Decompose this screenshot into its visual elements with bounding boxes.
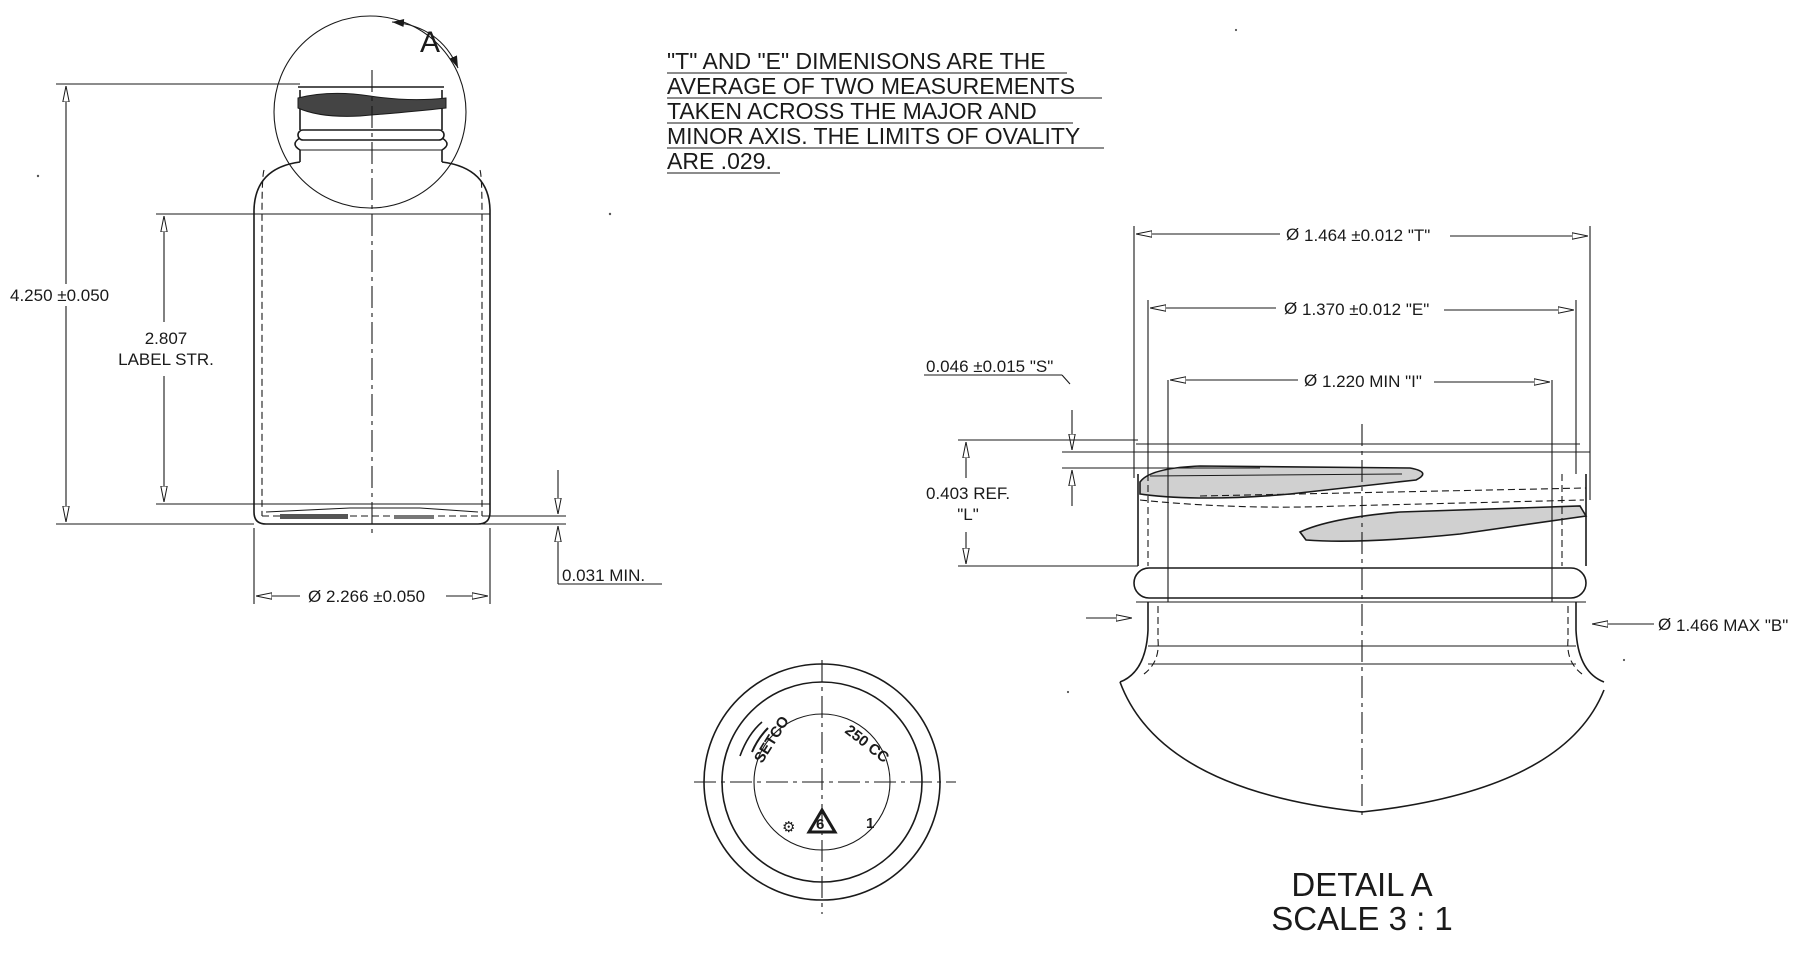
bottle-bottom-view: SETCO 250 CC 6 ⚙ 1 (694, 660, 956, 914)
detail-scale: SCALE 3 : 1 (1271, 900, 1453, 937)
thread-lower (1298, 505, 1588, 542)
emboss-small: 1 (866, 815, 874, 832)
diameter-symbol-b: Ø (1658, 615, 1671, 634)
diameter-symbol-t: Ø (1286, 225, 1299, 244)
emboss-resin: 6 (816, 816, 824, 833)
dimension-l-tag: "L" (957, 505, 979, 524)
note-line-3: TAKEN ACROSS THE MAJOR AND (667, 98, 1037, 124)
note-line-2: AVERAGE OF TWO MEASUREMENTS (667, 73, 1075, 99)
thread-front (1139, 465, 1424, 499)
dimension-e: 1.370 ±0.012 "E" (1302, 300, 1429, 319)
detail-callout-label: A (420, 26, 440, 59)
label-str-value: 2.807 (145, 329, 188, 348)
bottle-side-view: A 4.250 ±0.050 2.807 LABEL STR. Ø 2.266 … (10, 15, 662, 606)
diameter-dimension: 2.266 ±0.050 (326, 587, 425, 606)
label-str-text: LABEL STR. (118, 350, 214, 369)
height-dimension: 4.250 ±0.050 (10, 286, 109, 305)
scan-specks (36, 28, 1626, 694)
detail-title: DETAIL A (1291, 866, 1432, 903)
dimension-s: 0.046 ±0.015 "S" (926, 357, 1053, 376)
ovality-note: "T" AND "E" DIMENISONS ARE THE AVERAGE O… (667, 48, 1104, 174)
diameter-symbol-e: Ø (1284, 299, 1297, 318)
diameter-symbol-i: Ø (1304, 371, 1317, 390)
note-line-4: MINOR AXIS. THE LIMITS OF OVALITY (667, 123, 1080, 149)
detail-a-view: Ø 1.464 ±0.012 "T" Ø 1.370 ±0.012 "E" Ø … (924, 225, 1788, 937)
emboss-brand: SETCO (751, 713, 793, 766)
diameter-symbol: Ø (308, 587, 321, 606)
note-line-1: "T" AND "E" DIMENISONS ARE THE (667, 48, 1046, 74)
dimension-i: 1.220 MIN "I" (1322, 372, 1422, 391)
finish-thread (297, 92, 447, 117)
bottle-outline (253, 90, 491, 525)
recycle-symbol (806, 807, 838, 834)
note-line-5: ARE .029. (667, 148, 772, 174)
detail-a-circle (273, 15, 467, 209)
svg-text:⚙: ⚙ (782, 819, 795, 836)
emboss-capacity: 250 CC (842, 722, 893, 767)
dimension-t: 1.464 ±0.012 "T" (1304, 226, 1430, 245)
base-push-up-dimension: 0.031 MIN. (562, 566, 645, 585)
dimension-b: 1.466 MAX "B" (1676, 616, 1788, 635)
dimension-l-value: 0.403 REF. (926, 484, 1010, 503)
